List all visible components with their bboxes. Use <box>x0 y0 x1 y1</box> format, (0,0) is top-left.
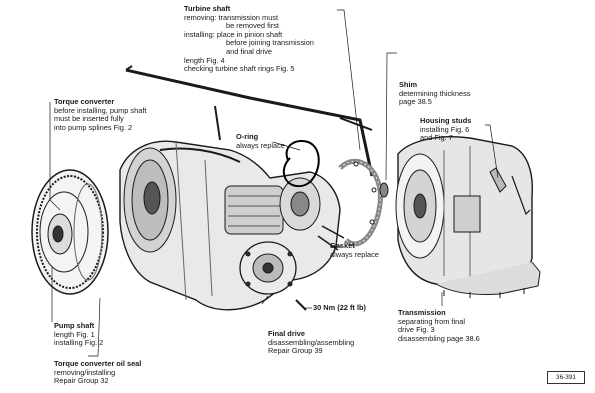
final-drive-title: Final drive <box>268 329 305 338</box>
turbine-shaft-line: length Fig. 4 <box>184 55 225 65</box>
turbine-shaft-line: be removed first <box>226 21 279 31</box>
transmission-line: separating from final <box>398 316 465 326</box>
torque-converter-callout: Torque converter before installing, pump… <box>54 97 147 132</box>
oil-seal-callout: Torque converter oil seal removing/insta… <box>54 359 142 386</box>
turbine-shaft-line: installing: place in pinion shaft <box>184 29 283 39</box>
gasket-line: always replace <box>330 249 379 259</box>
o-ring-line: always replace <box>236 140 285 150</box>
torque-converter-line: into pump splines Fig. 2 <box>54 122 133 132</box>
shim-callout: Shim determining thickness page 38.5 <box>399 80 471 107</box>
transmission-line: disassembling page 38.6 <box>398 333 480 343</box>
pump-shaft-line: length Fig. 1 <box>54 329 95 339</box>
turbine-shaft-drawing <box>125 65 374 177</box>
pump-shaft-line: installing Fig. 2 <box>54 338 104 348</box>
torque-converter-title: Torque converter <box>54 97 115 106</box>
turbine-shaft-line: removing: transmission must <box>184 12 279 22</box>
oil-seal-title: Torque converter oil seal <box>54 359 142 368</box>
figure-number: 36-391 <box>547 371 585 384</box>
oil-seal-line: removing/installing <box>54 367 116 377</box>
shim-line: page 38.5 <box>399 97 432 107</box>
oil-seal-line: Repair Group 32 <box>54 376 109 386</box>
torque-converter-line: before installing, pump shaft <box>54 105 147 115</box>
final-drive-callout: Final drive disassembling/assembling Rep… <box>268 329 355 356</box>
gasket-drawing <box>338 158 383 247</box>
transmission-line: drive Fig. 3 <box>398 325 435 335</box>
shim-line: determining thickness <box>399 88 471 98</box>
pump-shaft-title: Pump shaft <box>54 321 95 330</box>
transmission-callout: Transmission separating from final drive… <box>398 308 480 343</box>
o-ring-callout: O-ring always replace <box>236 132 285 150</box>
housing-studs-line: installing Fig. 6 <box>420 124 470 134</box>
turbine-shaft-line: before joining transmission <box>226 38 314 48</box>
housing-studs-callout: Housing studs installing Fig. 6 and Fig.… <box>420 116 472 143</box>
torque-converter-drawing <box>31 169 109 295</box>
torque-converter-line: must be inserted fully <box>54 114 124 124</box>
transmission-title: Transmission <box>398 308 446 317</box>
final-drive-line: Repair Group 39 <box>268 346 323 356</box>
shim-title: Shim <box>399 80 418 89</box>
torque-spec-callout: 30 Nm (22 ft lb) <box>313 303 366 313</box>
leader-lines <box>49 9 499 357</box>
turbine-shaft-title: Turbine shaft <box>184 4 231 13</box>
final-drive-drawing <box>119 140 345 311</box>
torque-spec-title: 30 Nm (22 ft lb) <box>313 303 366 312</box>
o-ring-title: O-ring <box>236 132 259 141</box>
transmission-drawing <box>395 136 541 298</box>
turbine-shaft-line: checking turbine shaft rings Fig. 5 <box>184 64 295 74</box>
housing-studs-title: Housing studs <box>420 116 472 125</box>
shim-drawing <box>379 182 389 198</box>
gasket-title: Gasket <box>330 241 355 250</box>
turbine-shaft-line: and final drive <box>226 46 273 56</box>
pump-shaft-callout: Pump shaft length Fig. 1 installing Fig.… <box>54 321 104 348</box>
gasket-callout: Gasket always replace <box>330 241 379 259</box>
turbine-shaft-callout: Turbine shaft removing: transmission mus… <box>184 4 314 74</box>
o-ring-marker <box>282 140 320 188</box>
final-drive-line: disassembling/assembling <box>268 337 355 347</box>
housing-studs-line: and Fig. 7 <box>420 133 453 143</box>
